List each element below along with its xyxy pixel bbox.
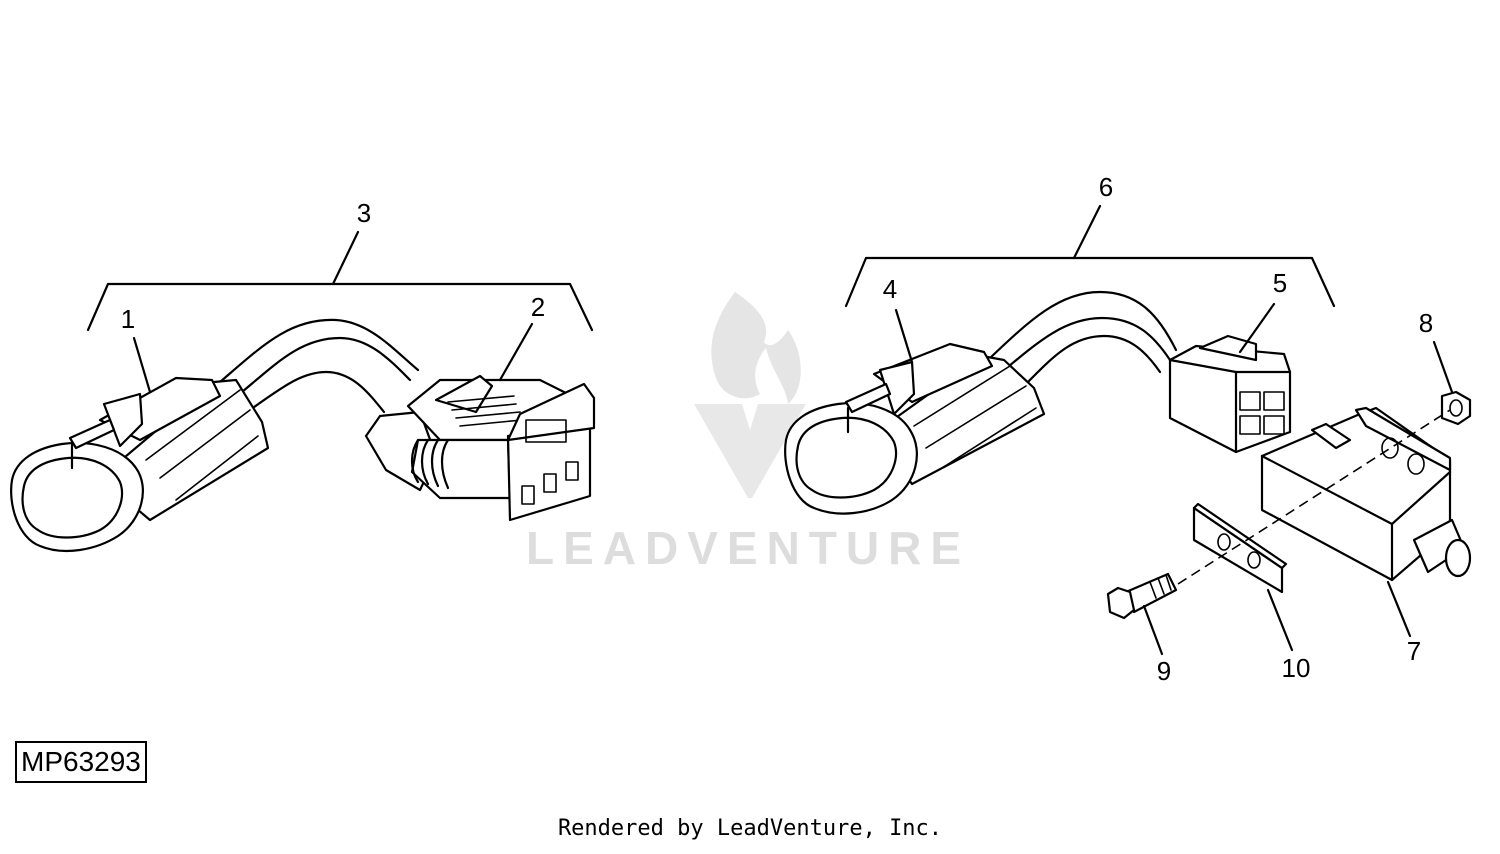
callout-9: 9 <box>1157 656 1171 686</box>
leader-7 <box>1386 580 1412 638</box>
connector-4 <box>784 342 1046 515</box>
footer-credit: Rendered by LeadVenture, Inc. <box>557 816 943 841</box>
watermark: LEADVENTURE <box>526 292 970 574</box>
connector-1 <box>10 376 270 552</box>
bolt-9 <box>1106 572 1178 620</box>
callout-6: 6 <box>1099 172 1113 202</box>
leader-5 <box>1238 302 1276 354</box>
bracket-6 <box>844 256 1336 308</box>
callout-labels: 1 2 3 4 5 6 7 8 9 10 <box>121 172 1433 686</box>
harness-assembly-3 <box>10 230 596 552</box>
leader-9 <box>1142 604 1164 656</box>
callout-4: 4 <box>883 274 897 304</box>
callout-2: 2 <box>531 292 545 322</box>
leader-1 <box>132 336 152 394</box>
leader-10 <box>1266 588 1294 652</box>
assembly-centerline <box>1177 409 1451 585</box>
leadventure-flame-logo-icon <box>694 292 806 498</box>
harness-assembly-6 <box>784 204 1336 515</box>
connector-5 <box>1168 334 1292 454</box>
callout-10: 10 <box>1282 653 1311 683</box>
connector-2-ribs <box>447 395 523 427</box>
callout-8: 8 <box>1419 308 1433 338</box>
callout-7: 7 <box>1407 636 1421 666</box>
plate-10 <box>1192 502 1288 594</box>
part-code-label: MP63293 <box>15 741 147 783</box>
leader-3 <box>331 230 360 286</box>
leader-2 <box>498 322 534 382</box>
bracket-3 <box>86 282 594 332</box>
wire-harness-left <box>218 318 420 414</box>
leader-4 <box>894 308 914 364</box>
leader-6 <box>1072 204 1102 260</box>
callout-1: 1 <box>121 304 135 334</box>
callout-3: 3 <box>357 198 371 228</box>
connector-2 <box>364 374 596 522</box>
watermark-text: LEADVENTURE <box>526 522 970 574</box>
switch-7 <box>1260 406 1472 582</box>
leader-8 <box>1432 340 1454 394</box>
callout-5: 5 <box>1273 268 1287 298</box>
wire-harness-right <box>988 290 1178 392</box>
nut-8 <box>1440 390 1472 426</box>
